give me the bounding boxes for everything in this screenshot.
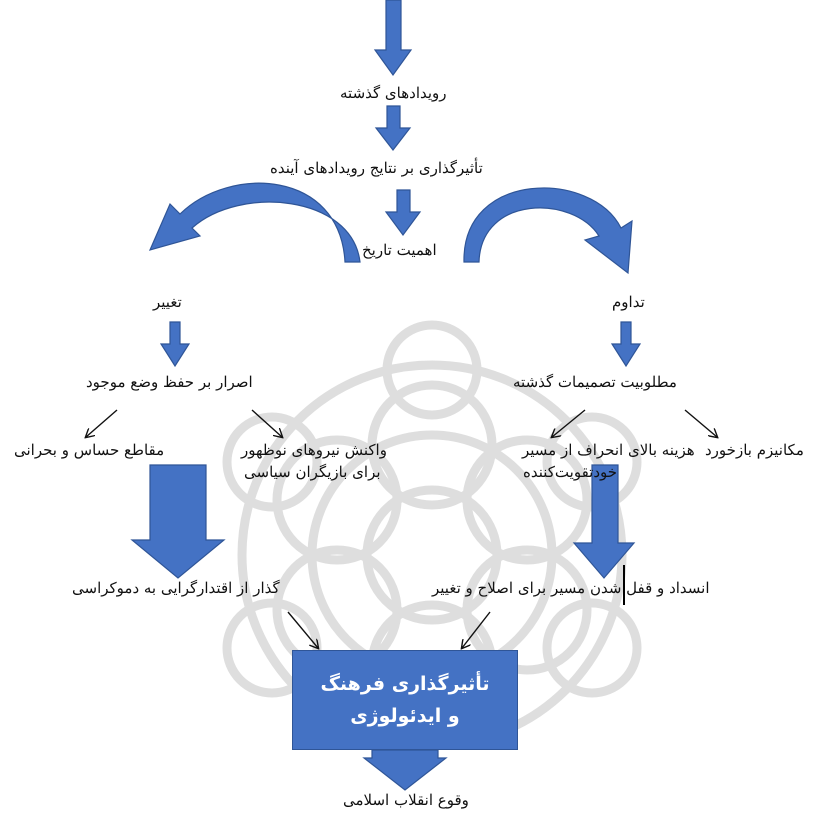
thin-arrow-4: [684, 409, 717, 437]
node-emerging-forces-2: برای بازیگران سیاسی: [244, 463, 381, 481]
arrow-to-outcome: [362, 749, 448, 791]
curved-arrow-right: [463, 187, 633, 275]
node-status-quo: اصرار بر حفظ وضع موجود: [86, 373, 253, 391]
node-influence-future: تأثیرگذاری بر نتایج رویدادهای آینده: [270, 159, 483, 177]
node-change: تغییر: [153, 293, 182, 311]
thin-arrow-5: [287, 611, 318, 648]
text-cursor: [623, 565, 625, 605]
arrow-change-down: [159, 321, 191, 368]
central-box: تأثیرگذاری فرهنگ و ایدئولوژی: [292, 650, 518, 750]
arrow-continuity-down: [610, 321, 642, 368]
arrow-to-influence: [374, 105, 412, 151]
thin-arrow-3: [552, 409, 586, 437]
node-blockage: انسداد و قفل شدن مسیر برای اصلاح و تغییر: [432, 579, 710, 597]
node-continuity: تداوم: [612, 293, 645, 311]
thin-arrow-2: [251, 409, 282, 437]
node-high-cost-2: خودتقویت‌کننده: [523, 463, 618, 481]
node-high-cost: هزینه بالای انحراف از مسیر: [522, 441, 695, 459]
central-box-line-1: تأثیرگذاری فرهنگ: [320, 673, 490, 695]
node-desirability: مطلوبیت تصمیمات گذشته: [513, 373, 677, 391]
node-feedback: مکانیزم بازخورد: [705, 441, 804, 459]
node-outcome: وقوع انقلاب اسلامی: [343, 791, 469, 809]
node-transition: گذار از اقتدارگرایی به دموکراسی: [72, 579, 280, 597]
arrow-to-history: [384, 189, 422, 237]
node-history-importance: اهمیت تاریخ: [362, 241, 437, 259]
thin-arrow-1: [86, 409, 118, 437]
node-past-events: رویدادهای گذشته: [340, 84, 447, 102]
central-box-line-2: و ایدئولوژی: [350, 705, 460, 727]
thin-arrow-6: [462, 611, 491, 648]
arrow-top: [373, 0, 413, 77]
node-critical-junctures: مقاطع حساس و بحرانی: [14, 441, 165, 459]
arrow-right-wide: [572, 464, 636, 579]
curved-arrow-left: [148, 182, 361, 263]
node-emerging-forces: واکنش نیروهای نوظهور: [241, 441, 387, 459]
arrow-left-wide: [130, 464, 226, 579]
